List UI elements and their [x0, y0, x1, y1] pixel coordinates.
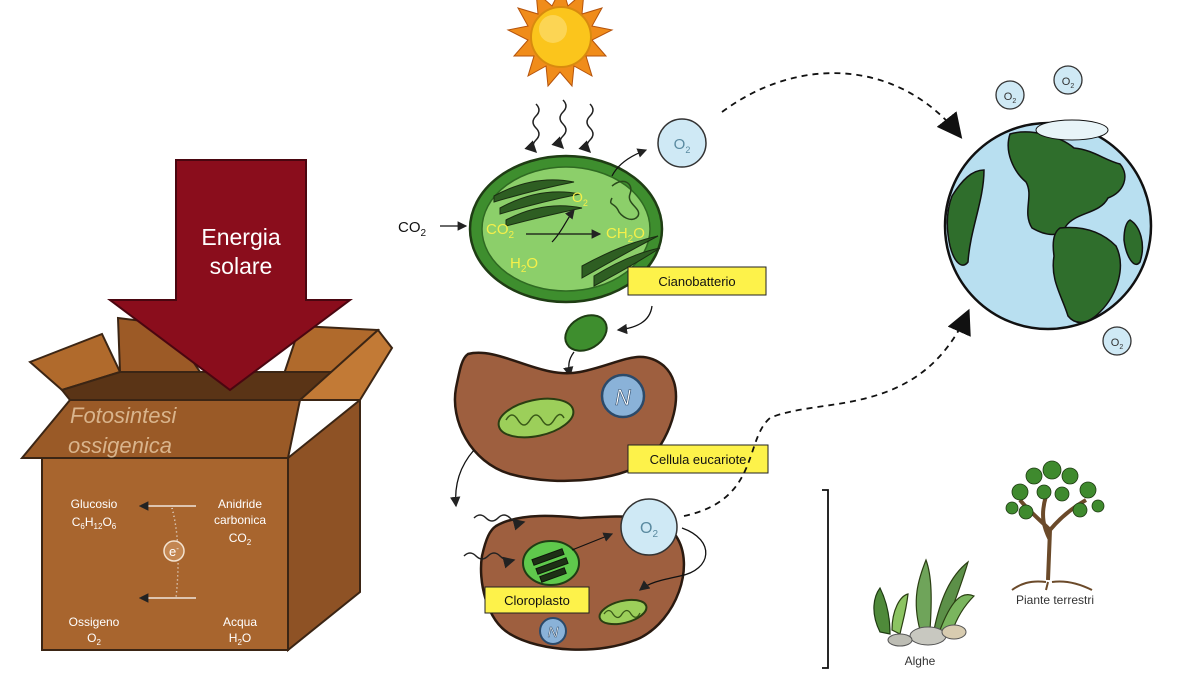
- chloroplast-label-bg: [484, 586, 590, 614]
- engulfed-cyanobacterium: [564, 314, 608, 352]
- cyano-reaction-co2: CO2: [486, 221, 515, 241]
- plant-light-rays-icon: [463, 514, 526, 569]
- plant-nucleus-label: N: [548, 624, 559, 641]
- eukaryote-nucleus-label: N: [615, 385, 631, 410]
- eukaryote-nucleus: [600, 373, 646, 419]
- oxygen-name: Ossigeno: [69, 615, 120, 629]
- chloroplast-o2-arrow: [571, 532, 614, 551]
- co2-input-label: CO2: [398, 219, 427, 239]
- electron-circle: [163, 540, 185, 562]
- cyano-label: Cianobatterio: [658, 274, 735, 289]
- co2-formula: CO2: [229, 531, 252, 547]
- co2-name-line1: Anidride: [218, 497, 262, 511]
- water-formula: H2O: [229, 631, 251, 647]
- earth-o2-bubble-3: [1102, 326, 1132, 356]
- plant-o2-bubble: [620, 498, 678, 556]
- organisms-bracket: [822, 489, 829, 669]
- plant-nucleus: [539, 617, 567, 645]
- co2-name-line2: carbonica: [214, 513, 266, 527]
- cyano-product: CH2O: [606, 225, 645, 245]
- cyano-to-earth-arrow: [721, 72, 963, 139]
- eukaryote-label: Cellula eucariote: [650, 452, 747, 467]
- cyano-reaction-h2o: H2O: [510, 255, 538, 275]
- earth-icon: [943, 119, 1153, 331]
- earth-o2-bubble-1: [995, 80, 1025, 110]
- energy-arrow: [107, 159, 353, 392]
- algae-label: Alghe: [905, 654, 936, 668]
- tree-icon: [1005, 460, 1105, 591]
- energy-label-line1: Energia: [201, 224, 280, 250]
- engulf-arrow: [616, 305, 653, 335]
- electron-label: e-: [169, 544, 179, 559]
- light-rays-icon: [524, 99, 594, 154]
- chloroplast-icon: [522, 540, 580, 586]
- eukaryote-down-arrow: [450, 449, 475, 508]
- algae-icon: [873, 558, 976, 647]
- cyano-label-bg: [627, 266, 767, 296]
- earth-o2-bubble-2: [1053, 65, 1083, 95]
- plant-mitochondrion-icon: [598, 598, 648, 626]
- glucose-name: Glucosio: [71, 497, 118, 511]
- box-title-line1: Fotosintesi: [70, 403, 177, 428]
- energy-label-line2: solare: [210, 253, 273, 279]
- cyano-o2-bubble: [657, 118, 707, 168]
- cyano-water-split-arrow: [551, 209, 575, 243]
- land-plants-label: Piante terrestri: [1016, 593, 1094, 607]
- cyanobacterium: [468, 154, 664, 304]
- plant-to-earth-arrow: [683, 308, 971, 517]
- box-title-line2: ossigenica: [68, 433, 172, 458]
- cyano-o2-exit-arrow: [611, 148, 648, 177]
- water-name: Acqua: [223, 615, 257, 629]
- eukaryote-label-bg: [627, 444, 769, 474]
- plant-return-arrow: [638, 527, 707, 591]
- chloroplast-label: Cloroplasto: [504, 593, 570, 608]
- mitochondrion-icon: [497, 397, 575, 439]
- sun-icon: [506, 0, 614, 88]
